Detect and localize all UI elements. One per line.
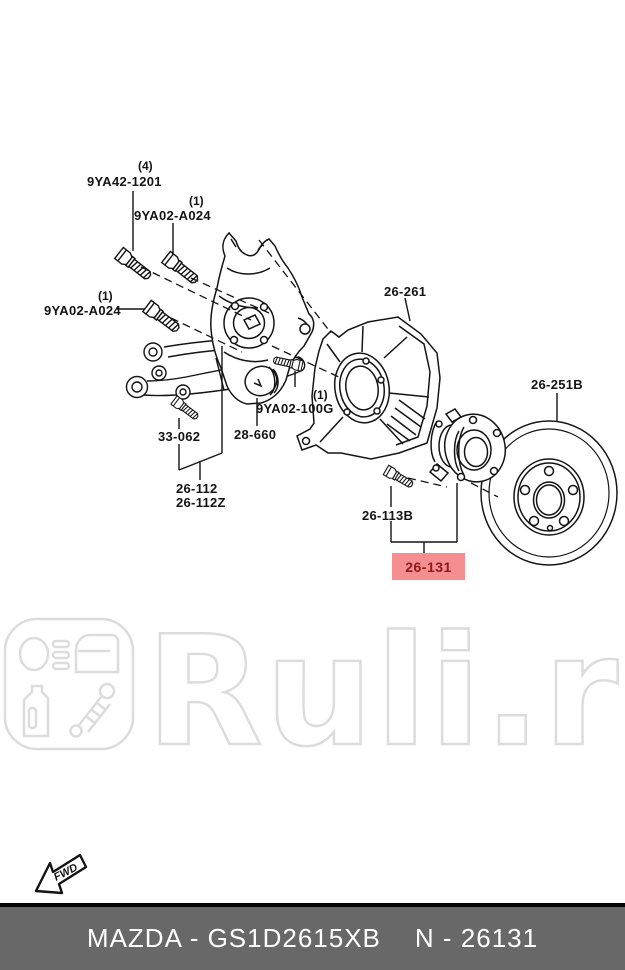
hub-bearing-drawing <box>428 408 506 483</box>
headlight-icon <box>18 636 71 672</box>
callout-hub-bearing-highlighted: 26-131 <box>392 553 465 580</box>
callout-knuckle-alt: 26-112Z <box>176 495 226 510</box>
cap-drawing <box>244 365 279 397</box>
callout-upper-bolt: 9YA02-A024 <box>134 208 211 223</box>
fwd-arrow-icon: FWD <box>34 853 88 895</box>
callout-hub-bolt: 26-113B <box>362 508 414 523</box>
dashed-guide-lines <box>140 239 499 498</box>
callout-brake-disc: 26-251B <box>531 377 583 392</box>
callout-shield-bolt: 9YA02-100G <box>256 401 334 416</box>
leader-lines <box>117 191 558 553</box>
callout-cap: 28-660 <box>234 427 277 442</box>
watermark-logo <box>3 617 135 751</box>
bolt-26-113b <box>382 464 416 491</box>
callout-dust-shield: 26-261 <box>384 284 427 299</box>
callout-arm-bolt: 33-062 <box>158 429 201 444</box>
footer-part-number: N - 26131 <box>414 923 539 953</box>
watermark: Ruli.ru <box>3 602 625 781</box>
callout-left-bolt-qty: (1) <box>98 289 113 303</box>
brake-disc-drawing <box>480 420 618 566</box>
footer-catalog-code: MAZDA - GS1D2615XB <box>86 923 381 953</box>
bolt-33-062 <box>170 395 201 423</box>
bolt-9ya02-a024-left <box>142 299 183 336</box>
car-door-icon <box>74 633 120 674</box>
oil-can-icon <box>22 684 50 738</box>
footer-bar: MAZDA - GS1D2615XB N - 26131 <box>0 903 625 970</box>
bolt-9ya02-a024-upper <box>160 250 202 287</box>
callout-hub-bearing-code: 26-131 <box>405 558 452 575</box>
watermark-text: Ruli.ru <box>146 603 625 780</box>
callout-shield-bolt-qty: (1) <box>313 388 328 402</box>
dust-shield-drawing <box>296 316 441 460</box>
diagram-drawing: Ruli.ru <box>3 191 625 895</box>
callout-knuckle-bolt: 9YA42-1201 <box>87 174 162 189</box>
callout-left-bolt: 9YA02-A024 <box>44 303 121 318</box>
callout-knuckle: 26-112 <box>176 481 218 496</box>
callout-upper-bolt-qty: (1) <box>189 194 204 208</box>
callout-knuckle-bolt-qty: (4) <box>138 159 153 173</box>
shock-absorber-icon <box>69 682 116 738</box>
bolt-9ya42-1201 <box>113 246 155 283</box>
